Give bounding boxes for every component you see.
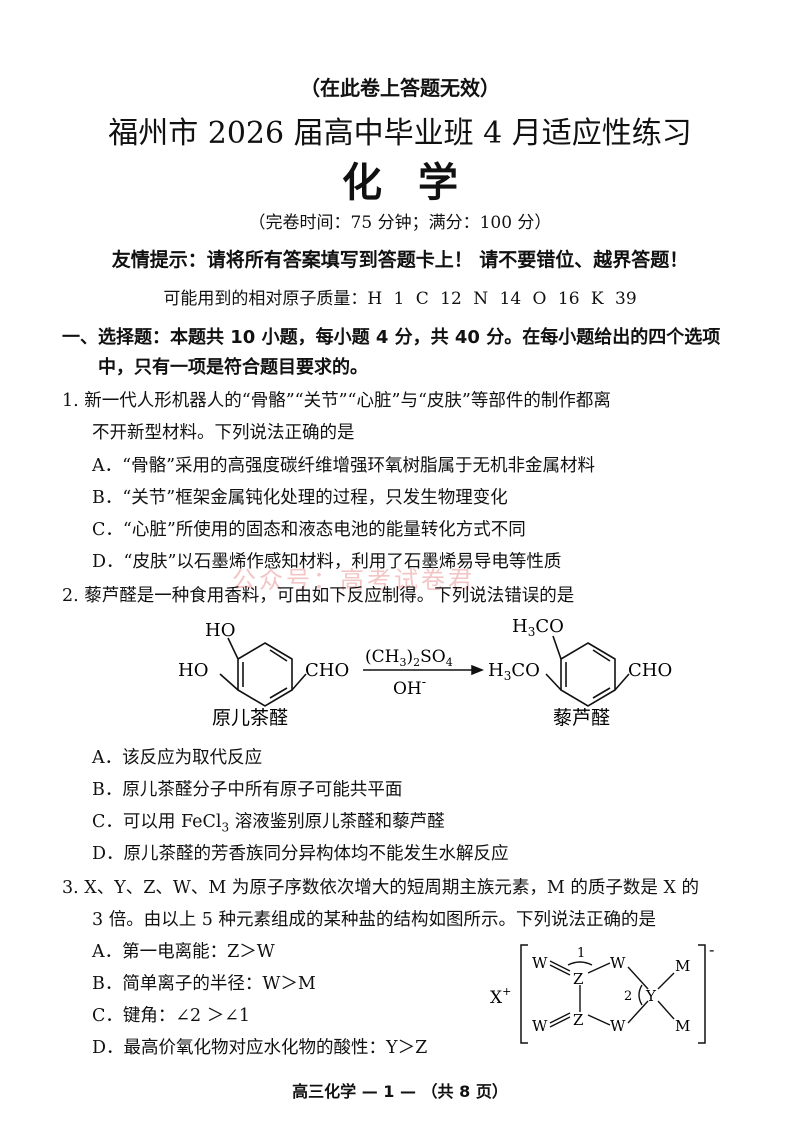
- section-heading-line2: 中，只有一项是符合题目要求的。: [98, 357, 368, 378]
- product-och3-top: H3CO: [512, 616, 564, 639]
- angle-label-1: 1: [577, 946, 585, 961]
- time-info: （完卷时间：75 分钟；满分：100 分）: [248, 213, 552, 233]
- atomic-masses: 可能用到的相对原子质量：H 1 C 12 N 14 O 16 K 39: [163, 289, 637, 309]
- q1-option-c: C．“心脏”所使用的固态和液态电池的能量转化方式不同: [92, 520, 526, 540]
- watermark: 公众号：高考试卷君: [232, 566, 475, 594]
- angle-label-2: 2: [624, 989, 632, 1004]
- salt-structure-diagram: X+ - W Z W W Z W Y M M 1 2: [490, 940, 714, 1044]
- atom-w-bottom-right: W: [610, 1017, 626, 1035]
- atom-w-top-right: W: [610, 954, 626, 972]
- reagent-top: (CH3)2SO4: [365, 647, 453, 669]
- q1-stem-line2: 不开新型材料。下列说法正确的是: [92, 423, 355, 443]
- q2-option-d: D．原儿茶醛的芳香族同分异构体均不能发生水解反应: [92, 844, 509, 864]
- q1-option-b: B．“关节”框架金属钝化处理的过程，只发生物理变化: [92, 488, 508, 508]
- structure-bonds: [549, 960, 675, 1028]
- product-name: 藜芦醛: [553, 707, 610, 729]
- atom-z-top: Z: [573, 970, 583, 988]
- q3-option-c: C．键角：∠2 ＞∠1: [92, 1006, 251, 1026]
- reactant-ho-top: HO: [205, 620, 235, 641]
- reactant-benzene-ring: [219, 637, 307, 707]
- q3-stem-line2: 3 倍。由以上 5 种元素组成的某种盐的结构如图所示。下列说法正确的是: [92, 910, 656, 930]
- anion-charge: -: [709, 940, 714, 959]
- q1-option-a: A．“骨骼”采用的高强度碳纤维增强环氧树脂属于无机非金属材料: [92, 456, 596, 476]
- q2-option-c: C．可以用 FeCl3 溶液鉴别原儿茶醛和藜芦醛: [92, 812, 445, 835]
- cation-x: X+: [490, 985, 511, 1008]
- q1-option-d: D．“皮肤”以石墨烯作感知材料，利用了石墨烯易导电等性质: [92, 552, 562, 572]
- atom-w-top-left: W: [532, 954, 548, 972]
- reaction-arrow: [363, 664, 485, 676]
- q2-option-b: B．原儿茶醛分子中所有原子可能共平面: [92, 780, 403, 800]
- section-heading-line1: 一、选择题：本题共 10 小题，每小题 4 分，共 40 分。在每小题给出的四个…: [62, 327, 721, 348]
- page-footer: 高三化学 — 1 — （共 8 页）: [292, 1082, 508, 1101]
- atom-w-bottom-left: W: [532, 1017, 548, 1035]
- q1-stem-line1: 1. 新一代人形机器人的“骨骼”“关节”“心脏”与“皮肤”等部件的制作都离: [62, 391, 611, 411]
- atom-m-top: M: [675, 957, 690, 975]
- q3-option-a: A．第一电离能：Z＞W: [92, 942, 275, 962]
- product-och3-left: H3CO: [488, 660, 540, 683]
- q3-option-b: B．简单离子的半径：W＞M: [92, 974, 316, 994]
- atom-y: Y: [645, 987, 657, 1005]
- reactant-cho: CHO: [305, 660, 349, 681]
- atom-m-bottom: M: [675, 1017, 690, 1035]
- q3-stem-line1: 3. X、Y、Z、W、M 为原子序数依次增大的短周期主族元素，M 的质子数是 X…: [62, 878, 699, 898]
- reagent-bottom: OH-: [393, 675, 426, 699]
- subject-title: 化学: [342, 159, 494, 206]
- reactant-ho-left: HO: [178, 660, 208, 681]
- friendly-tip: 友情提示：请将所有答案填写到答题卡上！ 请不要错位、越界答题！: [111, 249, 689, 271]
- q3-option-d: D．最高价氧化物对应水化物的酸性：Y＞Z: [92, 1038, 428, 1058]
- reactant-name: 原儿茶醛: [212, 707, 288, 729]
- product-cho: CHO: [628, 660, 672, 681]
- invalid-answer-notice: （在此卷上答题无效）: [300, 76, 500, 100]
- exam-title: 福州市 2026 届高中毕业班 4 月适应性练习: [108, 116, 692, 151]
- q2-option-a: A．该反应为取代反应: [92, 748, 263, 768]
- product-benzene-ring: [545, 635, 630, 707]
- q2-stem: 2. 藜芦醛是一种食用香料，可由如下反应制得。下列说法错误的是: [62, 586, 575, 606]
- atom-z-bottom: Z: [573, 1011, 583, 1029]
- reaction-scheme: HO HO CHO 原儿茶醛 (CH3)2SO4 OH- H3CO: [178, 616, 672, 729]
- structure-brackets: [520, 944, 706, 1044]
